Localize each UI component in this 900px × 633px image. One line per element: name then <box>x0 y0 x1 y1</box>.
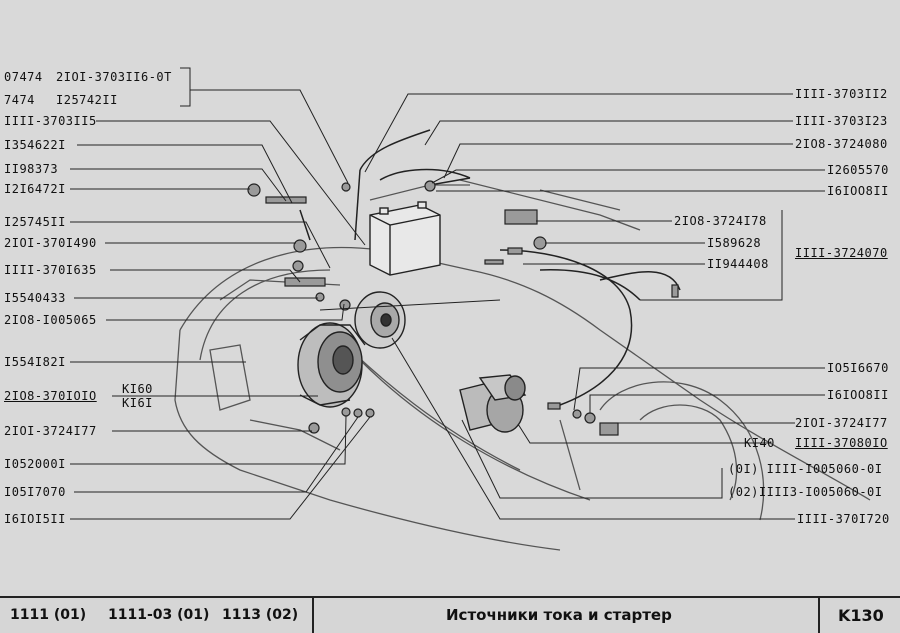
label-2108-3724080: 2IO8-3724080 <box>795 137 888 151</box>
label-2101-3724177: 2IOI-3724I77 <box>4 424 97 438</box>
generator <box>297 322 366 408</box>
label-k160: KI60 <box>122 382 153 396</box>
label-15541821: I554I82I <box>4 355 66 369</box>
label-2101-3703116-01: 2IOI-3703II6-0T <box>56 70 172 84</box>
label-11944408: II944408 <box>707 257 769 271</box>
label-7474: 7474 <box>4 93 35 107</box>
label-12164721: I2I6472I <box>4 182 66 196</box>
label-k161: KI6I <box>122 396 153 410</box>
label-k140: KI40 <box>744 436 775 450</box>
label-13546221: I354622I <box>4 138 66 152</box>
footer-separator-2 <box>818 598 820 633</box>
label-1111-3701720: IIII-370I720 <box>797 512 890 526</box>
label-10516670: IO5I6670 <box>827 361 889 375</box>
label-2108-1005065: 2IO8-I005065 <box>4 313 97 327</box>
label-1111-3708010: IIII-37080IO <box>795 436 888 450</box>
label-1111-3701635: IIII-370I635 <box>4 263 97 277</box>
footer-model-3: 1113 (02) <box>222 607 299 623</box>
starter <box>459 374 527 433</box>
footer-separator-1 <box>312 598 314 633</box>
footer-code: K130 <box>838 606 884 625</box>
label-2101-3701490: 2IOI-370I490 <box>4 236 97 250</box>
battery <box>369 201 441 276</box>
footer-bar: 1111 (01) 1111-03 (01) 1113 (02) Источни… <box>0 596 900 633</box>
leader-lines-left <box>70 67 371 520</box>
label-16101511: I6IOI5II <box>4 512 66 526</box>
label-16100811-b: I6IOO8II <box>827 388 889 402</box>
label-2108-3701010: 2IO8-370IOIO <box>4 389 97 403</box>
label-2108-3724178: 2IO8-3724I78 <box>674 214 767 228</box>
label-1111-3703123: IIII-3703I23 <box>795 114 888 128</box>
label-01-1111-1005060-01: (0I) IIII-I005060-0I <box>728 462 883 476</box>
label-07474: 07474 <box>4 70 43 84</box>
small-parts <box>247 180 679 436</box>
leader-lines-right <box>319 93 825 520</box>
label-10520001: I052000I <box>4 457 66 471</box>
parts-diagram <box>70 67 871 551</box>
label-12605570: I2605570 <box>827 163 889 177</box>
label-2101-3724177-right: 2IOI-3724I77 <box>795 416 888 430</box>
label-12574511: I25745II <box>4 215 66 229</box>
footer-model-2: 1111-03 (01) <box>108 607 210 623</box>
label-15540433: I5540433 <box>4 291 66 305</box>
label-1111-3703112: IIII-3703II2 <box>795 87 888 101</box>
label-12574211: I25742II <box>56 93 118 107</box>
label-10517070: I05I7070 <box>4 485 66 499</box>
label-02-11113-1005060-01: (02)IIII3-I005060-0I <box>728 485 883 499</box>
footer-title: Источники тока и стартер <box>446 606 672 624</box>
label-1589628: I589628 <box>707 236 762 250</box>
label-16100811-a: I6IOO8II <box>827 184 889 198</box>
footer-model-1: 1111 (01) <box>10 607 87 623</box>
label-1198373: II98373 <box>4 162 59 176</box>
wiring <box>299 129 681 406</box>
pulley <box>354 291 406 349</box>
label-1111-3703115: IIII-3703II5 <box>4 114 97 128</box>
label-1111-3724070: IIII-3724070 <box>795 246 888 260</box>
